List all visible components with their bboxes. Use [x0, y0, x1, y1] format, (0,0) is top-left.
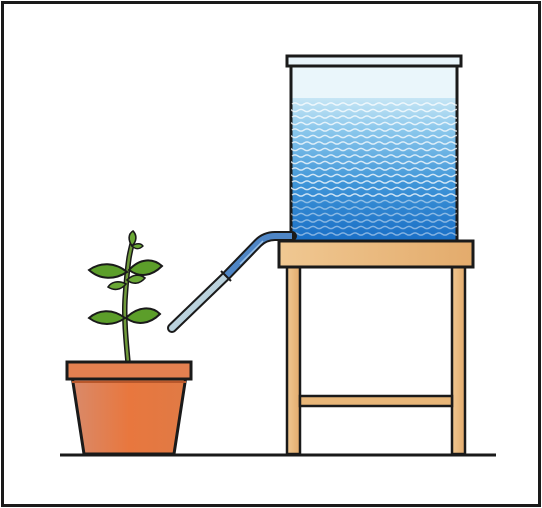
water-tank [287, 56, 478, 241]
stand-crossbar [300, 396, 452, 406]
stand-leg-left [287, 266, 300, 454]
pot-rim [67, 362, 191, 379]
tank-rim [287, 56, 461, 66]
stand-top [279, 241, 473, 267]
pot-body [72, 376, 186, 454]
stand-leg-right [452, 266, 465, 454]
